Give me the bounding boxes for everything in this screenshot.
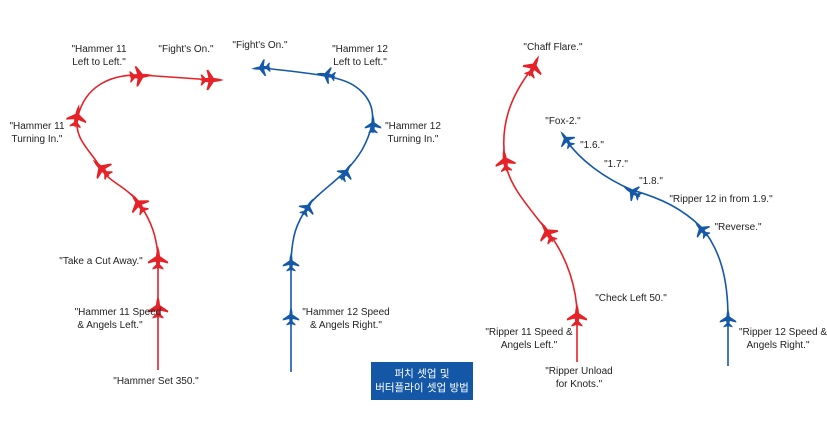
label-fox2: "Fox-2." [545,116,581,127]
hammer12-flight-path [261,67,374,372]
label-h11-turning: "Hammer 11 [9,121,64,132]
label-r17: "1.7." [604,159,628,170]
label-check-left: "Check Left 50." [595,293,667,304]
label-reverse: "Reverse." [714,222,762,233]
hammer11-jet-icon [200,69,224,91]
label-h11-left: "Hammer 11 [71,44,126,55]
ripper11-jet-icon [493,146,517,174]
label-r-unload: "Ripper Unload [545,366,612,377]
hammer12-jet-icon [295,194,321,220]
hammer12-jet-icon [250,58,272,78]
hammer12-jet-icon [333,159,359,185]
label-h11-speed: & Angels Left." [77,320,143,331]
hammer12-jet-icon [282,252,300,272]
label-chaff: "Chaff Flare." [523,42,583,53]
hammer12-jet-icon [282,306,300,326]
caption-line-2: 버터플라이 셋업 방법 [375,382,469,394]
caption-box: 퍼치 셋업 및 버터플라이 셋업 방법 [371,362,473,400]
label-r12-speed: "Ripper 12 Speed & [739,327,827,338]
label-h11-left: Left to Left." [72,57,126,68]
label-h12-turning: "Hammer 12 [385,121,441,132]
label-h12-turning: Turning In." [388,134,439,145]
label-r11-speed: Angels Left." [501,340,558,351]
ripper11-jet-icon [532,216,562,248]
hammer11-jet-icon [65,102,89,130]
label-r12-speed: Angels Right." [746,340,809,351]
label-fights-on-blue: "Fight's On." [232,40,288,51]
label-r18: "1.8." [639,176,663,187]
label-h12-speed: & Angels Right." [310,320,382,331]
ripper11-jet-icon [566,303,588,327]
hammer11-jet-icon [147,246,169,270]
label-r16: "1.6." [580,140,604,151]
label-r11-speed: "Ripper 11 Speed & [485,327,573,338]
ripper11-flight-path [502,65,578,362]
hammer11-jet-icon [128,64,154,88]
label-h11-turning: Turning In." [12,134,63,145]
label-h12-left: Left to Left." [333,57,387,68]
label-fights-on-red: "Fight's On." [158,44,214,55]
ripper12-jet-icon [719,308,737,328]
hammer12-jet-icon [364,114,382,134]
ripper12-flight-path [565,139,729,366]
label-h12-speed: "Hammer 12 Speed [302,307,389,318]
hammer11-jet-icon [85,152,117,184]
ripper12-jet-icon [553,126,579,152]
label-r12-in: "Ripper 12 in from 1.9." [669,194,773,205]
ripper11-jet-icon [519,50,549,82]
label-cut-away: "Take a Cut Away." [59,256,143,267]
caption-line-1: 퍼치 셋업 및 [394,368,450,380]
label-h12-left: "Hammer 12 [332,44,388,55]
label-h11-speed: "Hammer 11 Speed [75,307,162,318]
label-hammer-set: "Hammer Set 350." [113,376,199,387]
label-r-unload: for Knots." [556,379,603,390]
